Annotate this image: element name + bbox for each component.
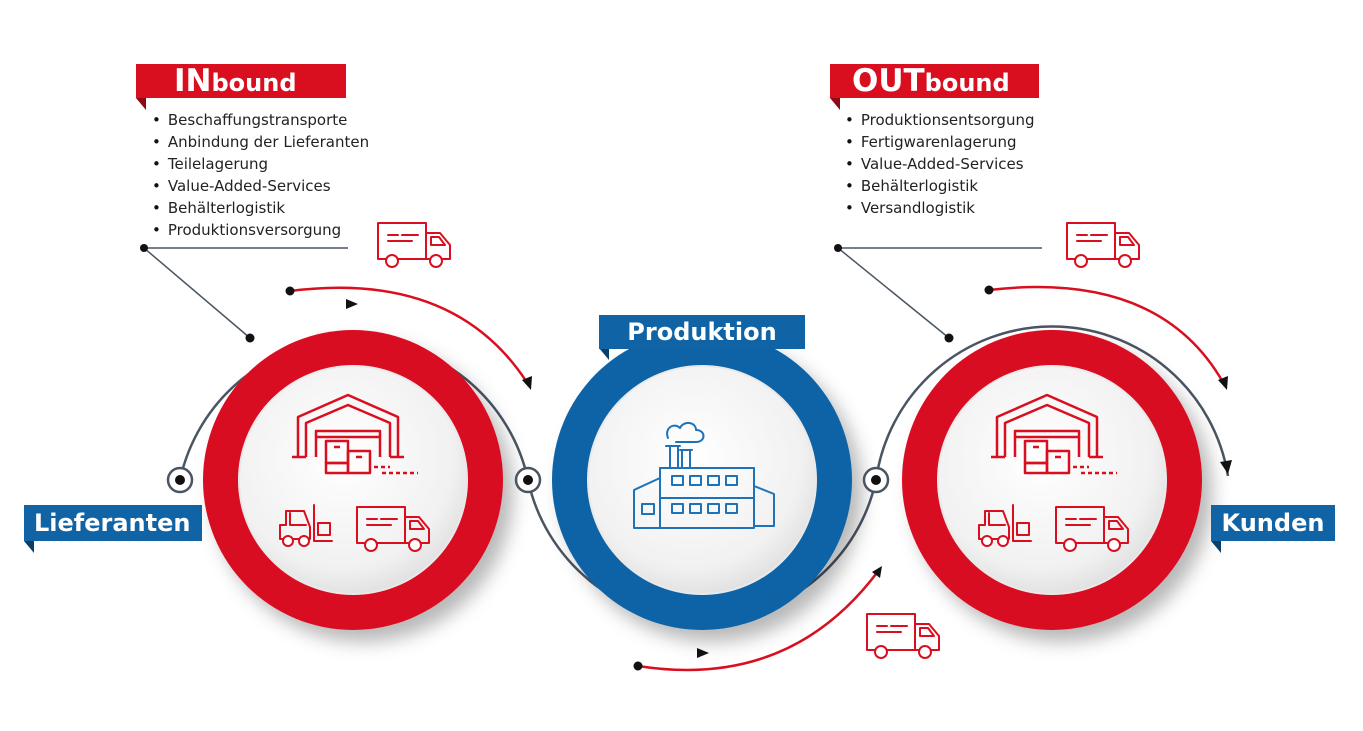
- kunden-label: Kunden: [1211, 505, 1335, 541]
- truck-icon: [866, 613, 940, 659]
- lieferanten-label: Lieferanten: [24, 505, 202, 541]
- list-item: Behälterlogistik: [845, 175, 1035, 197]
- lieferanten-label-text: Lieferanten: [34, 509, 191, 537]
- kunden-label-text: Kunden: [1221, 509, 1325, 537]
- list-item: Fertigwarenlagerung: [845, 131, 1035, 153]
- list-item: Produktionsentsorgung: [845, 109, 1035, 131]
- arrow-icon: [1220, 460, 1232, 474]
- node-middle-left: [514, 466, 542, 494]
- list-item: Beschaffungstransporte: [152, 109, 369, 131]
- red-flow-arc-inbound: [289, 286, 530, 385]
- list-item: Value-Added-Services: [152, 175, 369, 197]
- inbound-title: INbound: [136, 64, 346, 98]
- outbound-title: OUTbound: [830, 64, 1039, 98]
- arrow-icon: [522, 376, 532, 390]
- truck-icon: [377, 222, 451, 268]
- produktion-label-text: Produktion: [627, 318, 777, 346]
- inbound-list: Beschaffungstransporte Anbindung der Lie…: [152, 109, 369, 241]
- list-item: Value-Added-Services: [845, 153, 1035, 175]
- arrow-icon: [346, 299, 358, 309]
- node-left: [166, 466, 194, 494]
- inbound-leader-line: [141, 247, 348, 339]
- red-flow-arc-production: [637, 569, 881, 672]
- outbound-ring: [902, 330, 1202, 630]
- inbound-title-rest: bound: [211, 69, 297, 97]
- truck-icon: [1066, 222, 1140, 268]
- node-middle-right: [862, 466, 890, 494]
- inbound-title-caps: IN: [174, 63, 212, 99]
- red-flow-arc-outbound: [988, 285, 1226, 385]
- list-item: Produktionsversorgung: [152, 219, 369, 241]
- right-grey-arc: [874, 325, 1230, 481]
- list-item: Teilelagerung: [152, 153, 369, 175]
- outbound-title-caps: OUT: [852, 63, 925, 99]
- list-item: Anbindung der Lieferanten: [152, 131, 369, 153]
- arrow-icon: [872, 566, 882, 578]
- outbound-title-rest: bound: [924, 69, 1010, 97]
- outbound-leader-line: [835, 247, 1042, 339]
- arrow-icon: [1218, 376, 1228, 390]
- arrow-icon: [697, 648, 709, 658]
- produktion-label: Produktion: [599, 315, 805, 349]
- list-item: Behälterlogistik: [152, 197, 369, 219]
- inbound-ring: [203, 330, 503, 630]
- outbound-list: Produktionsentsorgung Fertigwarenlagerun…: [845, 109, 1035, 219]
- list-item: Versandlogistik: [845, 197, 1035, 219]
